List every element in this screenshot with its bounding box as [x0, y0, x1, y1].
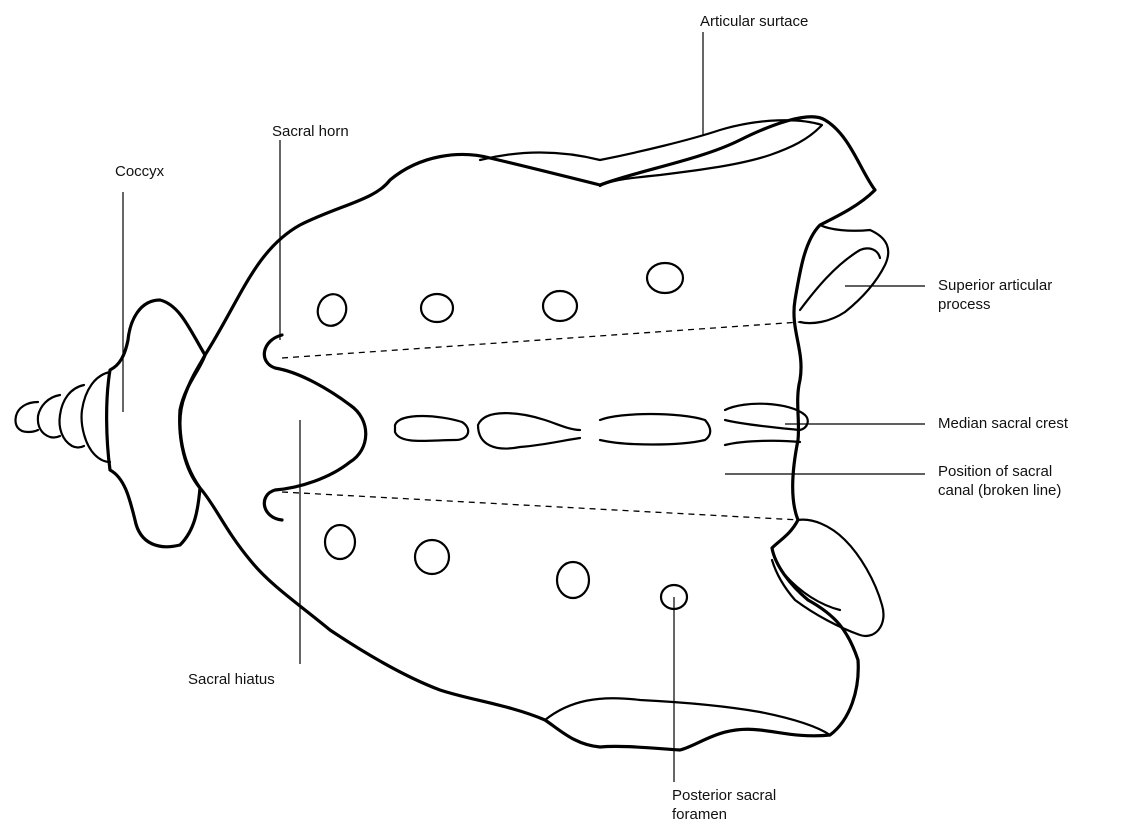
foramen-lower-2	[415, 540, 449, 574]
label-sacral-canal-line2: canal (broken line)	[938, 481, 1061, 500]
label-position-of-sacral-canal: Position of sacral canal (broken line)	[938, 462, 1061, 500]
superior-articular-process-upper	[800, 225, 888, 323]
label-sacral-canal-line1: Position of sacral	[938, 462, 1061, 481]
superior-articular-process-lower-inner	[785, 575, 840, 610]
label-articular-surface: Articular surtace	[700, 12, 808, 31]
crest-segment-2	[478, 413, 580, 448]
label-sacral-horn: Sacral horn	[272, 122, 349, 141]
label-posterior-sacral-foramen-line1: Posterior sacral	[672, 786, 776, 805]
crest-segment-4	[725, 404, 808, 430]
coccyx-outline	[107, 300, 205, 547]
foramen-upper-4	[647, 263, 683, 293]
foramen-upper-2	[421, 294, 453, 322]
foramen-lower-1	[325, 525, 355, 559]
label-posterior-sacral-foramen: Posterior sacral foramen	[672, 786, 776, 824]
sacral-canal-line-lower	[282, 492, 800, 520]
foramen-upper-3	[543, 291, 577, 321]
label-superior-articular-process: Superior articular process	[938, 276, 1052, 314]
label-coccyx: Coccyx	[115, 162, 164, 181]
coccyx-segment-4	[16, 402, 39, 432]
sacrum-outline	[180, 117, 875, 750]
sacral-canal-line-upper	[282, 322, 800, 358]
label-sacral-hiatus: Sacral hiatus	[188, 670, 275, 689]
coccyx-segment-2	[60, 385, 85, 448]
label-superior-articular-process-line2: process	[938, 295, 1052, 314]
foramen-lower-3	[557, 562, 589, 598]
foramen-upper-1	[313, 290, 350, 330]
label-posterior-sacral-foramen-line2: foramen	[672, 805, 776, 824]
label-median-sacral-crest: Median sacral crest	[938, 414, 1068, 433]
superior-articular-process-upper-inner	[800, 248, 880, 310]
coccyx-segment-3	[38, 395, 60, 437]
label-superior-articular-process-line1: Superior articular	[938, 276, 1052, 295]
articular-surface-top	[480, 120, 822, 186]
articular-surface-bottom	[545, 698, 830, 735]
sacral-hiatus-outline	[264, 335, 365, 520]
crest-segment-1	[395, 416, 468, 441]
crest-segment-4b	[725, 441, 800, 445]
crest-segment-3	[600, 414, 710, 445]
